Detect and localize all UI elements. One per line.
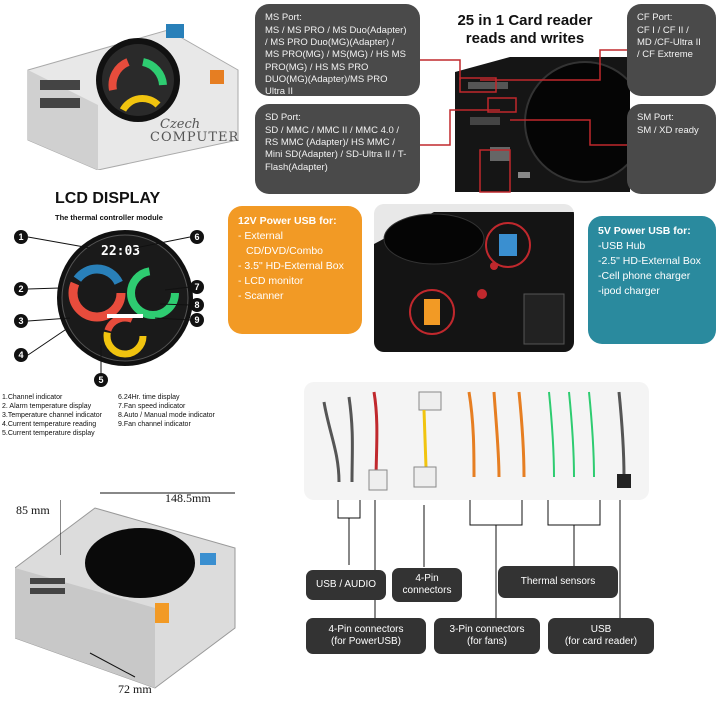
usb12-title: 12V Power USB for: bbox=[238, 215, 337, 227]
dimension-width: 148.5mm bbox=[165, 491, 211, 505]
lcd-legend-item: 5.Current temperature display bbox=[2, 430, 95, 438]
usb12-box: 12V Power USB for: - External CD/DVD/Com… bbox=[228, 206, 362, 334]
usb-ports-photo bbox=[374, 204, 574, 352]
label-usb-card-reader: USB (for card reader) bbox=[548, 618, 654, 654]
usb5-item: -USB Hub bbox=[598, 239, 646, 252]
lcd-dial-graphic bbox=[57, 230, 193, 366]
label-thermal-sensors: Thermal sensors bbox=[498, 566, 618, 598]
usb12-item: - External bbox=[238, 229, 283, 242]
ms-port-box: MS Port: MS / MS PRO / MS Duo(Adapter) /… bbox=[255, 4, 420, 97]
lcd-marker-7: 7 bbox=[190, 280, 204, 294]
card-reader-title-line1: 25 in 1 Card reader bbox=[457, 12, 593, 29]
dimension-height: 85 mm bbox=[16, 503, 50, 517]
lcd-heading: LCD DISPLAY bbox=[55, 190, 161, 207]
lcd-legend-item: 9.Fan channel indicator bbox=[118, 421, 191, 429]
usb-ports-illustration bbox=[374, 212, 574, 352]
lcd-marker-5: 5 bbox=[94, 373, 108, 387]
cables-illustration bbox=[322, 391, 631, 491]
sd-port-text: SD / MMC / MMC II / MMC 4.0 / RS MMC (Ad… bbox=[265, 125, 407, 173]
cf-port-text: CF I / CF II / MD /CF-Ultra II / CF Extr… bbox=[637, 25, 701, 61]
lcd-marker-8: 8 bbox=[190, 298, 204, 312]
usb5-box: 5V Power USB for: -USB Hub -2.5" HD-Exte… bbox=[588, 216, 716, 344]
lcd-marker-3: 3 bbox=[14, 314, 28, 328]
lcd-legend-item: 8.Auto / Manual mode indicator bbox=[118, 412, 215, 420]
dimension-photo bbox=[14, 488, 255, 693]
product-photo-top bbox=[18, 10, 243, 170]
cf-port-box: CF Port: CF I / CF II / MD /CF-Ultra II … bbox=[627, 4, 716, 96]
ms-port-title: MS Port: bbox=[265, 12, 302, 23]
lcd-marker-leaders bbox=[27, 236, 191, 373]
ms-port-text: MS / MS PRO / MS Duo(Adapter) / MS PRO D… bbox=[265, 25, 407, 97]
label-usb-audio: USB / AUDIO bbox=[306, 570, 386, 600]
lcd-legend-item: 4.Current temperature reading bbox=[2, 421, 97, 429]
label-4pin-powerusb: 4-Pin connectors (for PowerUSB) bbox=[306, 618, 426, 654]
product-device-illustration bbox=[27, 24, 239, 170]
watermark-line2: COMPUTER bbox=[150, 130, 240, 145]
usb12-item: - Scanner bbox=[238, 289, 284, 302]
lcd-marker-1: 1 bbox=[14, 230, 28, 244]
sm-port-title: SM Port: bbox=[637, 112, 674, 123]
sd-port-title: SD Port: bbox=[265, 112, 301, 123]
card-reader-photo bbox=[450, 52, 646, 197]
dimension-device-illustration bbox=[14, 507, 236, 689]
usb5-item: -2.5" HD-External Box bbox=[598, 254, 701, 267]
cables-photo bbox=[304, 382, 649, 500]
usb5-item: -ipod charger bbox=[598, 284, 660, 297]
watermark-line1: Czech bbox=[160, 117, 201, 132]
card-reader-pointer-lines bbox=[420, 49, 630, 193]
usb5-item: -Cell phone charger bbox=[598, 269, 691, 282]
lcd-clock: 22:03 bbox=[101, 244, 141, 259]
usb12-item: - 3.5" HD-External Box bbox=[238, 259, 344, 272]
lcd-marker-6: 6 bbox=[190, 230, 204, 244]
dimension-lines bbox=[60, 492, 235, 678]
lcd-marker-2: 2 bbox=[14, 282, 28, 296]
usb12-item: CD/DVD/Combo bbox=[246, 244, 324, 257]
lcd-marker-4: 4 bbox=[14, 348, 28, 362]
usb5-title: 5V Power USB for: bbox=[598, 225, 691, 237]
usb12-item: - LCD monitor bbox=[238, 274, 304, 287]
lcd-legend-item: 1.Channel indicator bbox=[2, 394, 63, 401]
watermark: Czech COMPUTER bbox=[150, 118, 239, 144]
lcd-legend-left: 1.Channel indicator 2. Alarm temperature… bbox=[2, 393, 122, 438]
sm-port-box: SM Port: SM / XD ready bbox=[627, 104, 716, 194]
card-reader-title: 25 in 1 Card reader reads and writes bbox=[440, 12, 610, 48]
label-4pin: 4-Pin connectors bbox=[392, 568, 462, 602]
lcd-legend-item: 3.Temperature channel indicator bbox=[2, 412, 103, 420]
sd-port-box: SD Port: SD / MMC / MMC II / MMC 4.0 / R… bbox=[255, 104, 420, 194]
label-3pin-fans: 3-Pin connectors (for fans) bbox=[434, 618, 540, 654]
lcd-subheading: The thermal controller module bbox=[55, 213, 163, 222]
card-reader-title-line2: reads and writes bbox=[465, 30, 585, 47]
lcd-legend-right: 6.24Hr. time display 7.Fan speed indicat… bbox=[118, 393, 233, 429]
lcd-legend-item: 2. Alarm temperature display bbox=[2, 403, 92, 411]
connector-brackets bbox=[337, 500, 621, 618]
lcd-legend-item: 7.Fan speed indicator bbox=[118, 403, 186, 411]
lcd-marker-9: 9 bbox=[190, 313, 204, 327]
sm-port-text: SM / XD ready bbox=[637, 125, 699, 137]
dimension-depth: 72 mm bbox=[118, 682, 152, 696]
lcd-legend-item: 6.24Hr. time display bbox=[118, 394, 180, 401]
card-reader-illustration bbox=[455, 57, 646, 192]
cf-port-title: CF Port: bbox=[637, 12, 673, 23]
lcd-dial: 22:03 bbox=[55, 228, 195, 368]
